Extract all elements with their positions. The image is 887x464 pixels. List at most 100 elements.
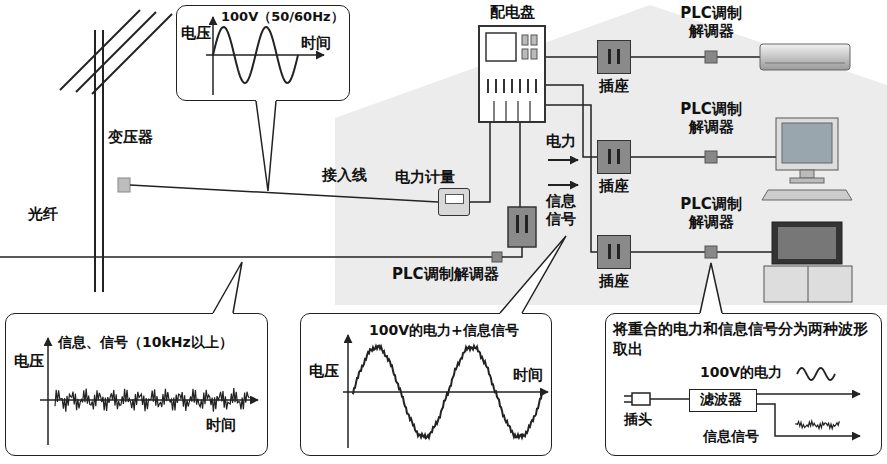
callout-drawing: [47, 338, 49, 445]
television: [772, 222, 842, 264]
callout-drawing: [353, 345, 543, 438]
utility-pole: [102, 30, 104, 292]
device-wires: [631, 57, 776, 252]
wiring-line: [546, 56, 597, 58]
node-text: 插座: [597, 272, 631, 290]
wall-outlet: 插座: [597, 140, 631, 196]
panel-drawing: [503, 79, 505, 93]
air-conditioner: [760, 44, 850, 70]
outlet-shape: [597, 140, 631, 174]
panel-drawing: [511, 79, 513, 93]
node-text: 滤波器: [690, 391, 751, 408]
callout-drawing: [795, 421, 839, 429]
line-label: 接入线: [322, 166, 367, 184]
plc-modems: [705, 246, 717, 258]
computer: [762, 118, 852, 200]
power-label: 电力: [546, 132, 576, 150]
waveform-callout: 100V（50/60Hz）电压时间: [176, 5, 350, 101]
center-outlet: [492, 252, 502, 262]
utility-pole: [76, 12, 156, 92]
callout-drawing: [754, 393, 860, 395]
callout-drawing: [500, 236, 566, 313]
outlet-slot: [608, 244, 611, 259]
plc-modems: [705, 51, 717, 63]
meter-shape: [438, 188, 470, 216]
panel-drawing: [519, 79, 521, 93]
node-text: 电压: [14, 352, 44, 370]
air-conditioner: [760, 44, 850, 70]
television: [778, 227, 836, 259]
center-outlet: [508, 207, 536, 247]
node-text: 100V的电力+信息信号: [369, 322, 519, 339]
computer: [790, 178, 824, 183]
utility-pole: [94, 30, 96, 292]
center-outlet: [492, 120, 536, 262]
air-conditioner: [765, 63, 845, 64]
television: [764, 266, 852, 302]
computer: [762, 190, 852, 200]
wiring-line: [546, 85, 597, 157]
combined-callout: 100V的电力+信息信号电压 时间: [300, 313, 552, 456]
callout-drawing: [213, 27, 298, 83]
panel-drawing: [529, 101, 531, 121]
node-text: 电力计量: [395, 168, 455, 186]
callout-drawing: [500, 236, 566, 316]
device-wires: [717, 56, 760, 58]
modem-label: PLC调制解调器: [679, 195, 743, 231]
panel-drawing: [531, 49, 537, 59]
panel-drawing: [527, 79, 529, 93]
node-text: 时间: [206, 416, 236, 434]
signal-label: 信息 信号: [546, 192, 578, 228]
modem-label: PLC调制解调器: [392, 265, 499, 283]
outlet-slot: [617, 49, 620, 64]
panel-shape: [478, 25, 546, 123]
callout-drawing: [213, 262, 242, 316]
television: [764, 222, 852, 302]
wiring-line: [546, 105, 597, 252]
callout-drawing: [256, 101, 276, 191]
node-text: 插座: [597, 177, 631, 195]
utility-pole: [92, 14, 172, 94]
computer: [776, 118, 838, 170]
computer: [800, 170, 814, 178]
transformer: [118, 178, 130, 192]
node-text: 电压: [181, 24, 211, 42]
node-text: 信息、信号（10kHz以上）: [58, 334, 233, 351]
plug-label: 插头: [624, 411, 652, 428]
node-text: 时间: [301, 34, 331, 52]
node-text: 配电盘: [472, 3, 552, 21]
computer: [782, 123, 832, 163]
panel-drawing: [487, 79, 489, 93]
wall-outlet: 插座: [597, 40, 631, 96]
callout-drawing: [700, 263, 722, 316]
center-outlet: [525, 215, 528, 233]
device-wires: [717, 156, 776, 158]
panel-drawing: [517, 101, 519, 121]
outlet-shape: [597, 235, 631, 269]
center-outlet: [516, 215, 519, 233]
panel-drawing: [480, 27, 544, 121]
filter-box: 滤波器: [689, 389, 757, 412]
node-text: 电压: [309, 362, 339, 380]
callout-drawing: [650, 398, 689, 400]
outlet-slot: [617, 149, 620, 164]
device-wires: [631, 56, 705, 58]
panel-drawing: [486, 33, 516, 61]
meter-window: [445, 194, 464, 204]
output-label: 100V的电力: [700, 364, 782, 381]
node-text: 时间: [513, 366, 543, 384]
callout-drawing: [5, 313, 268, 456]
center-outlet: [519, 120, 521, 207]
utility-pole: [60, 10, 172, 292]
transformer-label: 变压器: [108, 128, 153, 146]
panel-drawing: [535, 79, 537, 93]
utility-pole: [60, 10, 140, 90]
flow-arrows: [548, 160, 578, 185]
outlet-shape: [597, 40, 631, 74]
wiring-line: [470, 123, 490, 202]
device-wires: [631, 251, 705, 253]
device-wires: [631, 156, 705, 158]
distribution-panel: 配电盘: [472, 3, 552, 125]
